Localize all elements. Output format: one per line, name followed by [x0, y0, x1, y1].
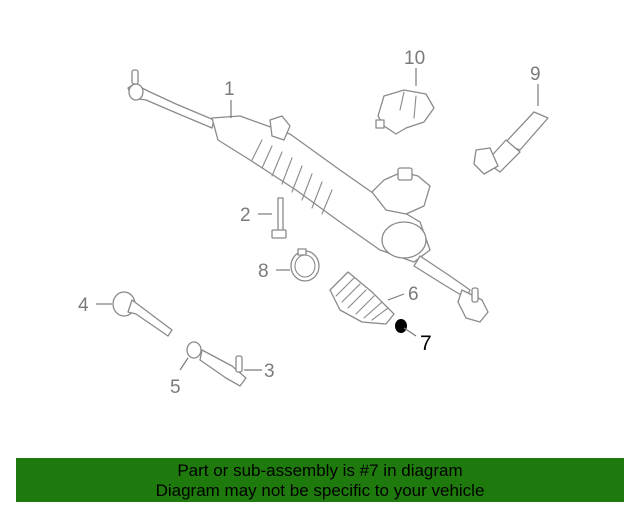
- intermediate-shaft-part[interactable]: [473, 111, 549, 175]
- callout-1: 1: [224, 79, 235, 100]
- info-banner: Part or sub-assembly is #7 in diagram Di…: [16, 458, 624, 502]
- part-7-highlighted[interactable]: [395, 319, 407, 333]
- parts-diagram: 1 2 3 4 5 6 7 8 9 10: [78, 48, 549, 398]
- callout-3: 3: [264, 361, 275, 382]
- rack-boot-part[interactable]: [329, 271, 395, 325]
- callout-4: 4: [78, 295, 89, 316]
- outer-tie-rod-end-part[interactable]: [199, 349, 247, 387]
- bolt-part[interactable]: [271, 197, 287, 239]
- callout-7: 7: [420, 332, 432, 355]
- callout-10: 10: [404, 48, 425, 69]
- callout-6: 6: [408, 284, 419, 305]
- callout-2: 2: [240, 205, 251, 226]
- banner-line-2: Diagram may not be specific to your vehi…: [155, 481, 485, 500]
- bracket-part[interactable]: [375, 89, 435, 135]
- inner-tie-rod-part[interactable]: [112, 291, 173, 337]
- steering-rack-assembly[interactable]: [127, 69, 489, 323]
- callout-5: 5: [170, 377, 181, 398]
- callout-8: 8: [258, 261, 269, 282]
- clamp-ring-part[interactable]: [290, 248, 320, 282]
- jam-nut-part[interactable]: [186, 341, 202, 359]
- leader-lines: [96, 68, 539, 371]
- banner-line-1: Part or sub-assembly is #7 in diagram: [177, 461, 463, 480]
- callout-9: 9: [530, 64, 541, 85]
